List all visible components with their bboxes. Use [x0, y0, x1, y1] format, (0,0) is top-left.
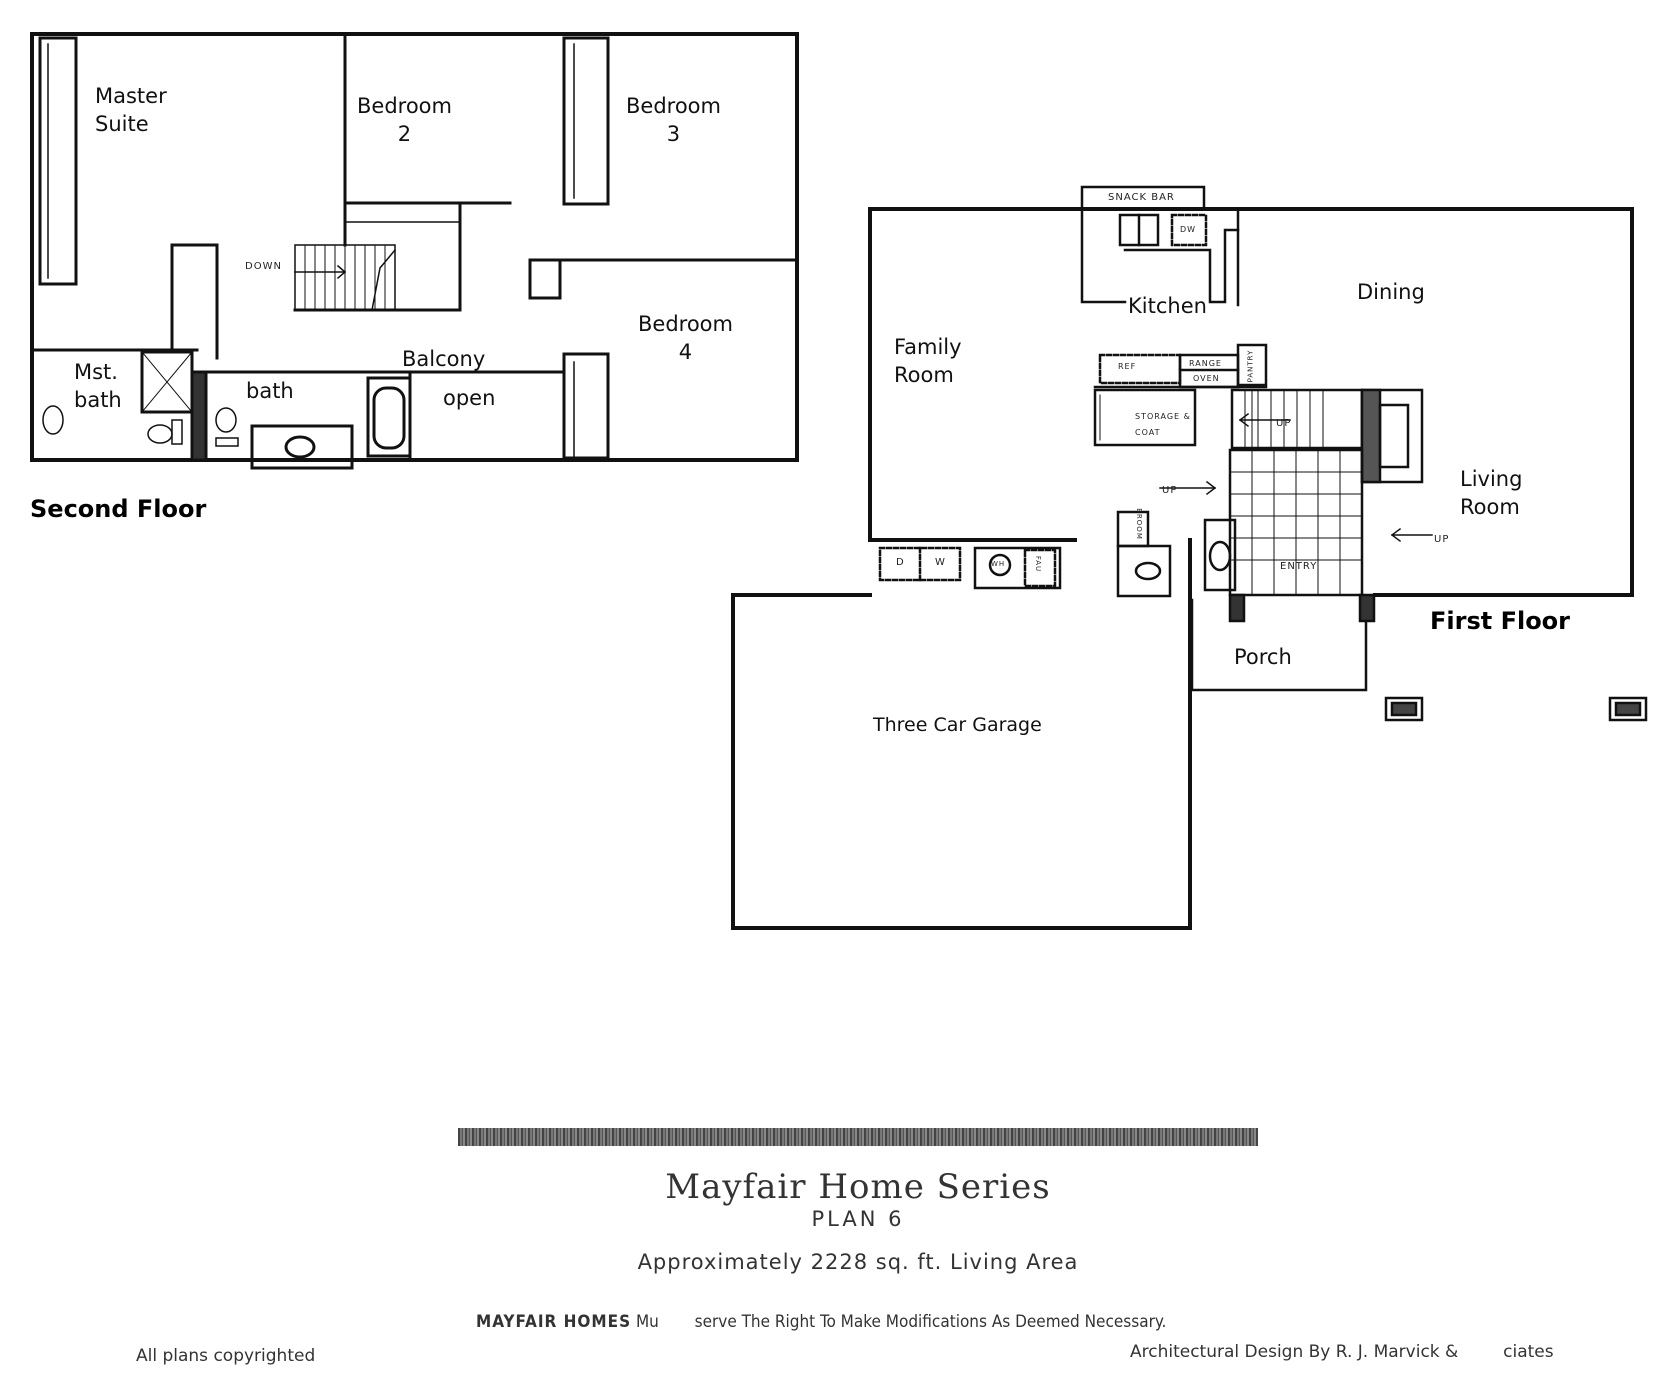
room-label-master-suite: Master Suite [95, 84, 167, 136]
room-label-mst-bath: Mst. bath [74, 360, 122, 412]
room-label-open: open [443, 386, 496, 410]
room-label-bedroom-2: Bedroom 2 [357, 94, 452, 146]
room-label-garage: Three Car Garage [873, 714, 1042, 736]
credit-fragment-b: ciates [1503, 1342, 1554, 1362]
room-label-living-room: Living Room [1460, 467, 1523, 519]
first-floor-title: First Floor [1430, 607, 1571, 635]
label-water-heater: WH [991, 560, 1006, 568]
label-broom: BROOM [1134, 508, 1143, 540]
stair-label-down: DOWN [245, 261, 282, 272]
notice-fragment-b: serve The Right To Make Modifications As… [694, 1312, 1167, 1332]
notice-fragment-a: Mu [635, 1312, 659, 1332]
label-up-living: UP [1434, 534, 1450, 545]
room-label-porch: Porch [1234, 645, 1292, 669]
label-entry: ENTRY [1280, 561, 1318, 572]
label-pantry: PANTRY [1246, 349, 1255, 383]
stair-label-up: UP [1276, 418, 1292, 429]
copyright-note: All plans copyrighted [136, 1346, 316, 1366]
label-washer: W [935, 557, 946, 568]
series-title: Mayfair Home Series [665, 1167, 1051, 1207]
room-label-bedroom-3: Bedroom 3 [626, 94, 721, 146]
plan-number: PLAN 6 [811, 1207, 905, 1231]
credit-fragment-a: Architectural Design By R. J. Marvick & [1130, 1342, 1459, 1362]
label-snack-bar: SNACK BAR [1108, 192, 1175, 203]
label-fau: FAU [1034, 555, 1043, 573]
design-credit: Architectural Design By R. J. Marvick & … [1130, 1342, 1554, 1362]
room-label-kitchen: Kitchen [1128, 294, 1207, 318]
label-oven: OVEN [1193, 374, 1220, 383]
second-floor-title: Second Floor [30, 495, 207, 523]
brand-name: MAYFAIR HOMES [476, 1312, 632, 1332]
room-label-balcony: Balcony [402, 347, 486, 371]
living-area: Approximately 2228 sq. ft. Living Area [637, 1250, 1079, 1274]
title-divider-bar [458, 1128, 1258, 1146]
label-range: RANGE [1189, 359, 1222, 368]
room-label-dining: Dining [1357, 280, 1425, 304]
first-floor-plan [731, 185, 1648, 930]
label-up-family: UP [1162, 485, 1178, 496]
label-coat: COAT [1135, 428, 1161, 437]
room-label-family-room: Family Room [894, 335, 962, 387]
label-dw: DW [1180, 225, 1197, 234]
modification-notice: MAYFAIR HOMES Mu serve The Right To Make… [476, 1312, 1166, 1332]
label-ref: REF [1118, 362, 1137, 371]
second-floor-plan [30, 32, 799, 470]
label-dryer: D [896, 557, 905, 568]
label-storage: STORAGE & [1135, 412, 1191, 421]
room-label-bedroom-4: Bedroom 4 [638, 312, 733, 364]
room-label-bath: bath [246, 379, 294, 403]
